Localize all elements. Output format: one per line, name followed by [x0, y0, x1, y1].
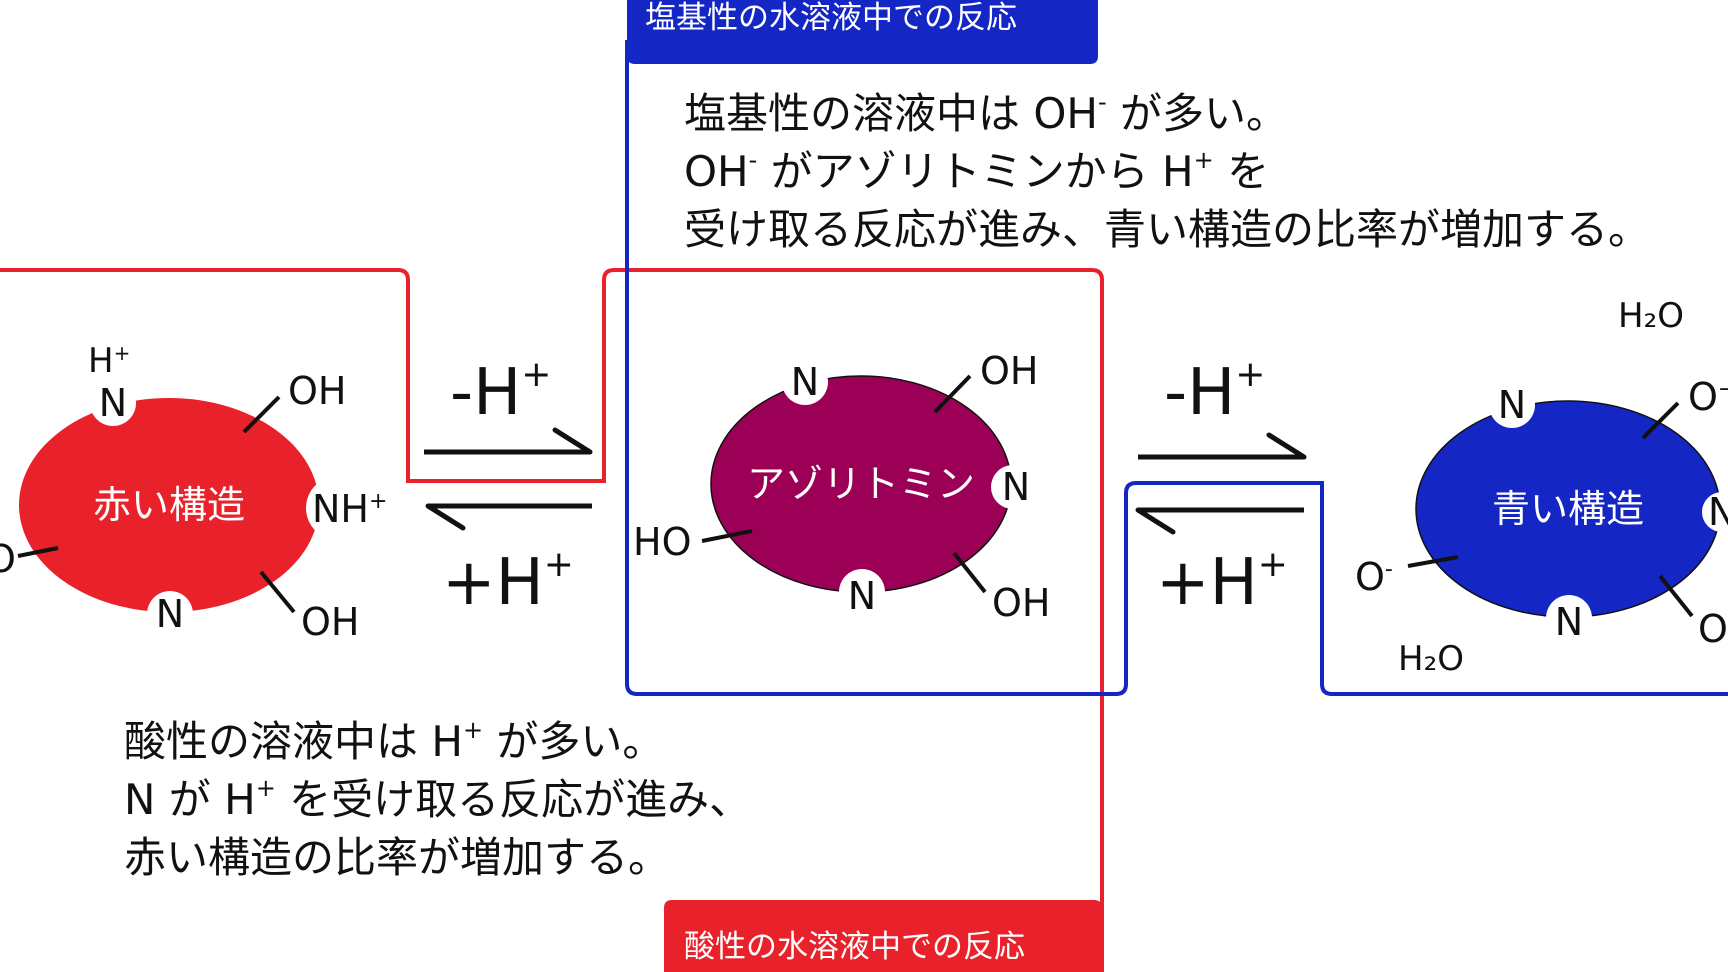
red-oh-top: OH — [288, 369, 346, 413]
azolitmin-n-bottom: N — [848, 574, 876, 618]
right-forward-arrow — [1138, 432, 1307, 460]
right-minus-h-plus: -H+ — [1164, 354, 1265, 430]
red-nh-plus: NH+ — [312, 487, 387, 531]
acidic-explanation: 酸性の溶液中は H+ が多い。 N が H+ を受け取る反応が進み、 赤い構造の… — [124, 716, 751, 882]
red-oh-bottom: OH — [301, 600, 359, 644]
right-equilibrium: -H+ +H+ — [1135, 354, 1307, 620]
blue-o-bottom-partial: O — [1698, 607, 1728, 651]
basic-text-line-1: 塩基性の溶液中は OH- が多い。 — [684, 88, 1288, 138]
blue-n-top: N — [1498, 383, 1526, 427]
blue-o-minus-left: O- — [1355, 555, 1393, 599]
acidic-region-frame — [0, 268, 1104, 972]
basic-text-line-2: OH- がアゾリトミンから H+ を — [684, 146, 1269, 196]
basic-banner-label: 塩基性の水溶液中での反応 — [645, 0, 1017, 36]
left-plus-h-plus: +H+ — [442, 544, 574, 620]
left-minus-h-plus: -H+ — [450, 354, 551, 430]
blue-h2o-bottom: H₂O — [1398, 639, 1464, 679]
azolitmin-n-right: N — [1002, 465, 1030, 509]
right-reverse-arrow — [1135, 507, 1304, 535]
left-forward-arrow — [424, 427, 593, 455]
blue-structure: 青い構造 H₂O N O− N O- N O H₂O — [1355, 296, 1728, 679]
acidic-text-line-2: N が H+ を受け取る反応が進み、 — [124, 774, 751, 824]
right-plus-h-plus: +H+ — [1156, 544, 1288, 620]
left-equilibrium: -H+ +H+ — [424, 354, 593, 620]
red-structure-label: 赤い構造 — [93, 483, 245, 527]
blue-h2o-top: H₂O — [1618, 296, 1684, 336]
basic-text-line-3: 受け取る反応が進み、青い構造の比率が増加する。 — [684, 205, 1650, 254]
acidic-banner-label: 酸性の水溶液中での反応 — [684, 929, 1025, 965]
acidic-text-line-1: 酸性の溶液中は H+ が多い。 — [124, 716, 664, 766]
blue-n-right-partial: N — [1708, 490, 1728, 534]
blue-n-bottom: N — [1555, 600, 1583, 644]
azolitmin-n-top: N — [791, 360, 819, 404]
red-structure: 赤い構造 H+ N OH NH+ N OH O — [0, 341, 387, 644]
acidic-reaction-banner: 酸性の水溶液中での反応 — [664, 900, 1102, 972]
red-h-plus: H+ — [88, 341, 130, 381]
basic-explanation: 塩基性の溶液中は OH- が多い。 OH- がアゾリトミンから H+ を 受け取… — [684, 88, 1650, 254]
azolitmin-oh-bottom: OH — [992, 581, 1050, 625]
red-n-bottom: N — [156, 592, 184, 636]
azolitmin-structure: アゾリトミン N OH N HO N OH — [633, 349, 1050, 625]
azolitmin-label: アゾリトミン — [747, 462, 975, 506]
red-n-top: N — [99, 381, 127, 425]
red-structure-oval — [19, 398, 319, 612]
red-o-partial: O — [0, 537, 16, 581]
azolitmin-ho-left: HO — [633, 520, 691, 564]
acidic-text-line-3: 赤い構造の比率が増加する。 — [124, 833, 670, 882]
left-reverse-arrow — [425, 503, 592, 531]
basic-reaction-banner: 塩基性の水溶液中での反応 — [627, 0, 1098, 64]
basic-region-frame — [625, 40, 1728, 696]
blue-o-minus-top: O− — [1688, 375, 1728, 419]
blue-structure-label: 青い構造 — [1492, 487, 1644, 531]
azolitmin-oh-top: OH — [980, 349, 1038, 393]
